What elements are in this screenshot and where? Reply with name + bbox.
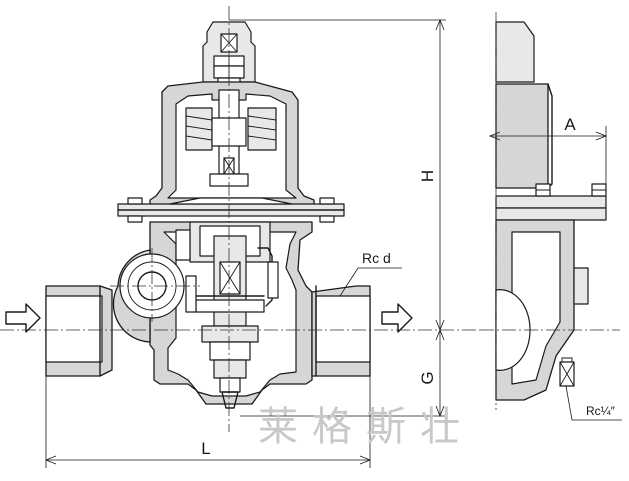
- inlet-flow-arrow: [5, 303, 41, 333]
- thread-leader: [339, 267, 402, 297]
- gauge-port-leader: [565, 385, 622, 421]
- front-view: [0, 6, 480, 432]
- dimension-label-h: H: [418, 170, 437, 182]
- spring: [185, 107, 277, 151]
- gauge-port-label: Rc¼″: [586, 404, 616, 418]
- gauge-boss-port: [119, 253, 185, 319]
- side-view: [480, 12, 622, 421]
- watermark: 莱格斯壮: [258, 404, 474, 450]
- outlet-flow-arrow: [381, 303, 413, 333]
- dimension-label-a: A: [564, 115, 576, 134]
- thread-label: Rc d: [362, 250, 391, 266]
- dimensions: [44, 18, 608, 468]
- dimension-label-l: L: [201, 439, 210, 458]
- dimension-label-g: G: [418, 371, 437, 384]
